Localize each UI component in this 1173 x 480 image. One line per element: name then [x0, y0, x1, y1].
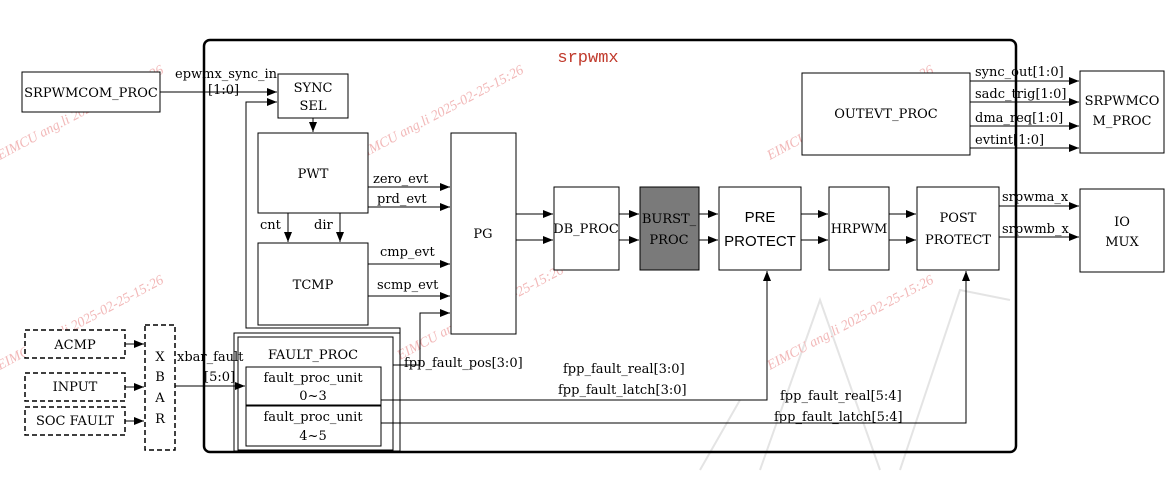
fault-unit-a-label-line1: fault_proc_unit	[263, 371, 363, 386]
label-fpp-fault-latch-hi: fpp_fault_latch[5:4]	[774, 410, 903, 425]
io-mux-label-line2: MUX	[1105, 235, 1139, 250]
burst-proc-box	[639, 186, 700, 271]
db-proc-label: DB_PROC	[553, 222, 619, 237]
pre-protect-box	[718, 186, 802, 271]
srpwmx-title: srpwmx	[557, 49, 618, 68]
label-cmp-evt: cmp_evt	[380, 245, 435, 260]
xbar-label-a: A	[154, 391, 165, 406]
burst-proc-label-line1: BURST_	[642, 212, 697, 227]
fault-unit-a-box	[245, 366, 382, 406]
label-zero-evt: zero_evt	[373, 172, 429, 187]
srpwmcom-proc-in-box	[21, 71, 161, 113]
fault-unit-a-label-line2: 0~3	[299, 389, 326, 404]
label-sadc-trig: sadc_trig[1:0]	[975, 87, 1067, 102]
pwt-box	[257, 132, 369, 214]
post-protect-box	[916, 186, 1000, 271]
tcmp-box	[257, 242, 369, 326]
outevt-proc-label: OUTEVT_PROC	[834, 107, 938, 122]
label-xbar-fault: xbar_fault	[177, 350, 244, 365]
label-sync-width: [1:0]	[208, 83, 239, 98]
sync-sel-label-line1: SYNC	[294, 81, 333, 96]
label-cnt: cnt	[260, 218, 282, 233]
label-scmp-evt: scmp_evt	[377, 278, 439, 293]
srpwmcom-proc-in-label: SRPWMCOM_PROC	[24, 86, 158, 101]
post-protect-label-line1: POST	[940, 211, 977, 226]
xbar-label-r: R	[155, 412, 166, 427]
confidential-watermark-strokes	[699, 288, 1011, 471]
wire-fpp-fault-hi	[381, 271, 970, 424]
burst-proc-label-line2: PROC	[649, 233, 688, 248]
pre-protect-label-line2: PROTECT	[724, 233, 796, 250]
pwt-label: PWT	[298, 167, 329, 182]
wire-sync-feedback	[245, 98, 401, 333]
outevt-proc-box	[801, 72, 971, 156]
srpwmcom-proc-out-label-line2: M_PROC	[1093, 114, 1152, 129]
db-proc-box	[553, 186, 620, 271]
wire-fpp-fault-pos	[393, 309, 450, 366]
label-fpp-fault-pos: fpp_fault_pos[3:0]	[404, 356, 523, 371]
srpwmcom-proc-out-box	[1079, 70, 1165, 154]
label-dir: dir	[314, 218, 333, 233]
sync-sel-label-line2: SEL	[299, 99, 326, 114]
srpwmx-boundary	[202, 38, 1018, 454]
acmp-label: ACMP	[53, 338, 96, 353]
label-fpp-fault-latch-lo: fpp_fault_latch[3:0]	[558, 383, 687, 398]
fault-unit-b-box	[245, 405, 382, 447]
xbar-label-x: X	[155, 350, 165, 365]
srpwmcom-proc-out-label-line1: SRPWMCO	[1085, 94, 1160, 109]
fault-unit-b-label-line2: 4~5	[299, 429, 326, 444]
label-srpwmb-x: srpwmb_x	[1002, 222, 1069, 237]
io-mux-box	[1079, 188, 1165, 273]
label-evtint: evtint[1:0]	[975, 133, 1044, 148]
label-dma-req: dma_req[1:0]	[975, 111, 1063, 126]
wires	[125, 77, 1079, 425]
watermark-text-4: EIMCU ang.li 2025-02-25-15:26	[0, 273, 166, 374]
sync-sel-box	[277, 73, 349, 119]
label-srpwma-x: srpwma_x	[1002, 190, 1069, 205]
label-sync-out: sync_out[1:0]	[975, 65, 1064, 80]
post-protect-label-line2: PROTECT	[925, 233, 991, 248]
hrpwm-label: HRPWM	[831, 222, 888, 237]
label-fpp-fault-real-lo: fpp_fault_real[3:0]	[563, 362, 685, 377]
xbar-box	[144, 324, 176, 451]
label-epwmx-sync-in: epwmx_sync_in	[175, 67, 278, 82]
fault-unit-b-label-line1: fault_proc_unit	[263, 410, 363, 425]
fault-proc-outer-border	[233, 332, 401, 452]
soc-fault-label: SOC FAULT	[36, 414, 114, 429]
fault-proc-label: FAULT_PROC	[268, 348, 358, 363]
input-label: INPUT	[53, 380, 98, 395]
hrpwm-box	[828, 186, 890, 271]
acmp-box	[24, 329, 126, 359]
pg-box	[450, 132, 517, 335]
watermark-text-6: EIMCU ang.li 2025-02-25-15:26	[764, 273, 936, 374]
label-prd-evt: prd_evt	[377, 192, 427, 207]
tcmp-label: TCMP	[293, 278, 334, 293]
pg-label: PG	[473, 227, 492, 242]
io-mux-label-line1: IO	[1114, 215, 1130, 230]
label-fpp-fault-real-hi: fpp_fault_real[5:4]	[780, 389, 902, 404]
pre-protect-label-line1: PRE	[745, 209, 776, 226]
label-xbar-width: [5:0]	[204, 370, 235, 385]
wire-fpp-fault-lo	[381, 271, 771, 401]
xbar-label-b: B	[155, 370, 165, 385]
